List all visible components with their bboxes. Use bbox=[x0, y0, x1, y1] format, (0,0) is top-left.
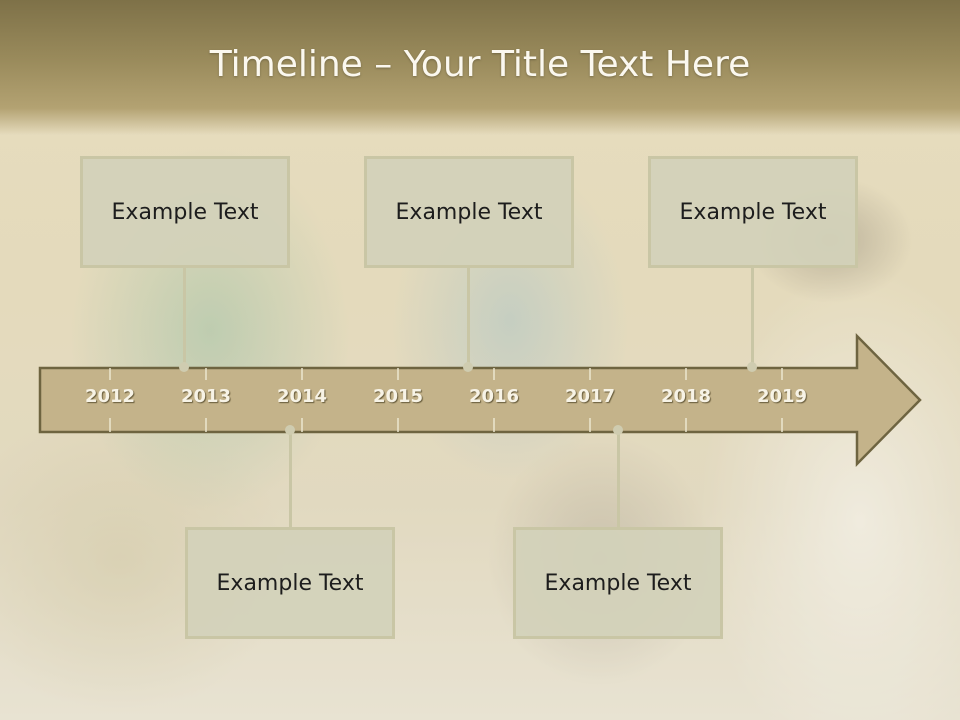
connector-line bbox=[617, 432, 620, 528]
connector-line bbox=[183, 268, 186, 366]
timeline-arrow-shape bbox=[38, 332, 922, 468]
connector-dot bbox=[179, 362, 189, 372]
event-box-top[interactable]: Example Text bbox=[364, 156, 574, 268]
slide-title: Timeline – Your Title Text Here bbox=[209, 44, 751, 85]
year-label: 2019 bbox=[756, 386, 808, 407]
connector-dot bbox=[463, 362, 473, 372]
event-text: Example Text bbox=[679, 199, 827, 225]
event-text: Example Text bbox=[216, 570, 364, 596]
event-text: Example Text bbox=[111, 199, 259, 225]
connector-line bbox=[751, 268, 754, 366]
title-band bbox=[0, 0, 960, 135]
event-box-bottom[interactable]: Example Text bbox=[185, 527, 395, 639]
connector-line bbox=[467, 268, 470, 366]
year-label: 2017 bbox=[564, 386, 616, 407]
connector-line bbox=[289, 432, 292, 528]
year-label: 2018 bbox=[660, 386, 712, 407]
event-text: Example Text bbox=[395, 199, 543, 225]
event-box-top[interactable]: Example Text bbox=[80, 156, 290, 268]
year-label: 2014 bbox=[276, 386, 328, 407]
year-label: 2013 bbox=[180, 386, 232, 407]
year-label: 2012 bbox=[84, 386, 136, 407]
year-label: 2016 bbox=[468, 386, 520, 407]
event-text: Example Text bbox=[544, 570, 692, 596]
event-box-top[interactable]: Example Text bbox=[648, 156, 858, 268]
tick-marks bbox=[109, 368, 783, 432]
connector-dot bbox=[613, 425, 623, 435]
connector-dot bbox=[747, 362, 757, 372]
event-box-bottom[interactable]: Example Text bbox=[513, 527, 723, 639]
connector-dot bbox=[285, 425, 295, 435]
year-label: 2015 bbox=[372, 386, 424, 407]
